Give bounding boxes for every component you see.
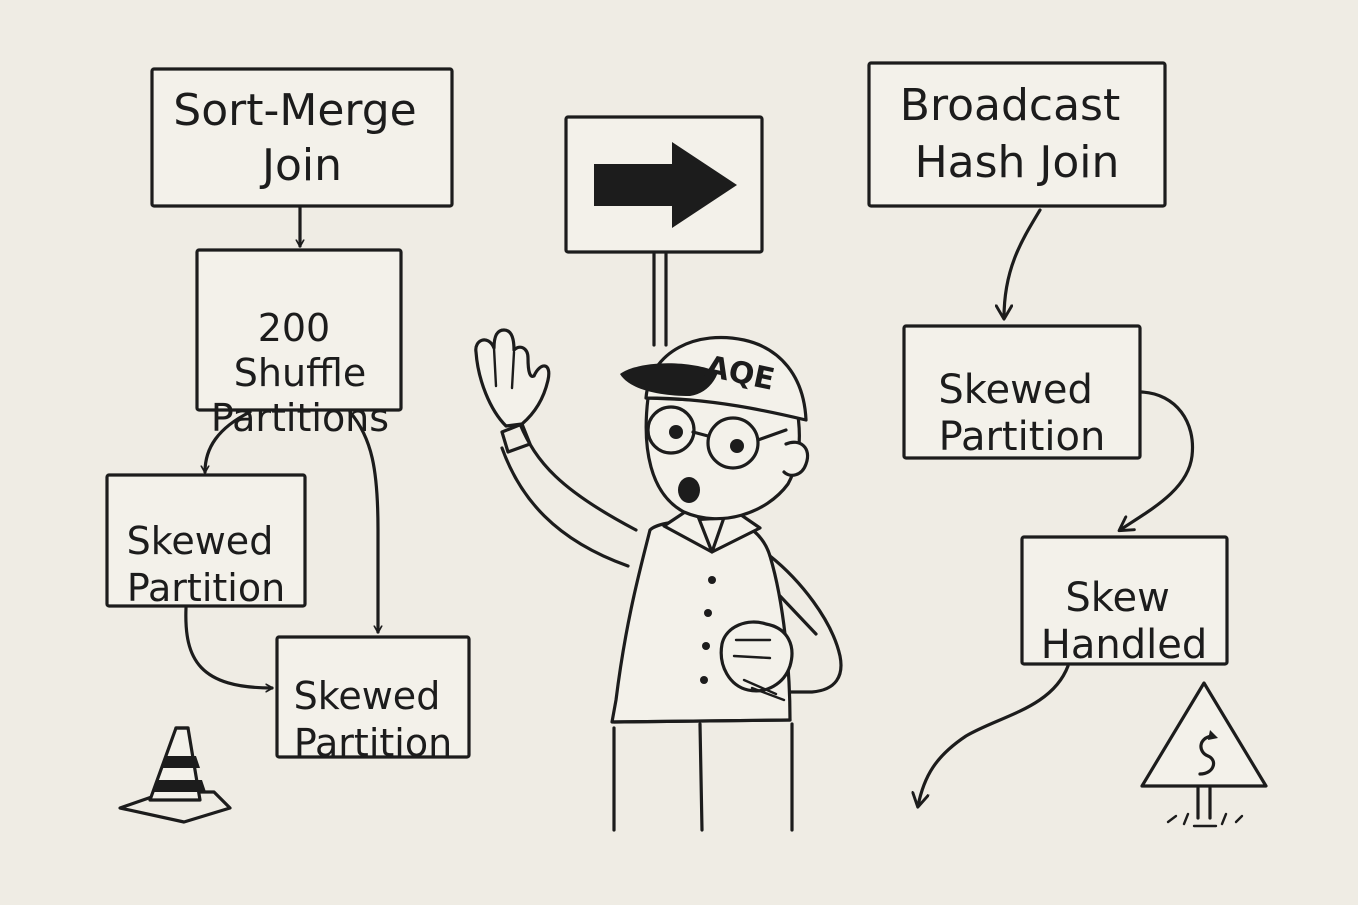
right-arrow-sign-icon — [564, 115, 764, 347]
broadcast-hash-join-node: Broadcast Hash Join — [867, 61, 1167, 208]
arrow-partitions-to-skew-a — [205, 410, 252, 474]
sort-merge-join-node: Sort-Merge Join — [150, 67, 454, 208]
aqe-character: AQE — [474, 328, 843, 832]
arrow-partitions-to-skew-b — [348, 410, 378, 634]
skewed-partition-right-text: Skewed — [938, 367, 1092, 413]
mouth-open — [678, 477, 700, 503]
skew-handled-text: Skew — [1065, 575, 1169, 621]
cap — [644, 335, 808, 422]
skewed-partition-b-text: Skewed — [294, 674, 441, 718]
skewed-partition-a-label: Skewed Partition — [127, 519, 286, 610]
shuffle-partitions-text-line-2: Shuffle — [234, 351, 366, 395]
arrow-broadcast-to-skew — [1004, 208, 1042, 318]
sleeve-cuff — [500, 422, 532, 454]
sort-merge-join-text-line-2: Join — [259, 140, 342, 191]
raised-arm — [500, 446, 630, 568]
skewed-partition-a-text: Skewed — [127, 519, 274, 563]
skewed-partition-b-text-line-2: Partition — [294, 721, 452, 765]
winding-road-warning-sign-icon — [1140, 681, 1268, 828]
skew-handled-node: Skew Handled — [1020, 535, 1229, 668]
traffic-cone-icon — [118, 726, 232, 824]
skew-handled-text-line-2: Handled — [1041, 622, 1207, 668]
skewed-partition-a-node: Skewed Partition — [105, 473, 307, 610]
sort-merge-join-text: Sort-Merge — [173, 85, 416, 136]
shuffle-partitions-text: 200 — [258, 306, 331, 350]
collar-left — [662, 504, 714, 554]
skewed-partition-a-text-line-2: Partition — [127, 566, 285, 610]
broadcast-hash-join-text: Broadcast — [900, 80, 1120, 131]
arrow-handled-out — [918, 664, 1070, 806]
skewed-partition-b-node: Skewed Partition — [275, 635, 471, 765]
skewed-partition-right-label: Skewed Partition — [938, 367, 1105, 460]
skewed-partition-right-node: Skewed Partition — [902, 324, 1142, 460]
arrow-skew-a-to-skew-b — [184, 606, 274, 688]
skew-handled-label: Skew Handled — [1041, 575, 1207, 668]
broadcast-hash-join-label: Broadcast Hash Join — [900, 80, 1134, 188]
skewed-partition-right-text-line-2: Partition — [939, 414, 1106, 460]
sort-merge-join-label: Sort-Merge Join — [173, 85, 430, 191]
cap-brim — [620, 363, 718, 396]
arrow-skew-to-handled — [1120, 390, 1195, 530]
broadcast-hash-join-text-line-2: Hash Join — [915, 137, 1120, 188]
skewed-partition-b-label: Skewed Partition — [294, 674, 453, 765]
